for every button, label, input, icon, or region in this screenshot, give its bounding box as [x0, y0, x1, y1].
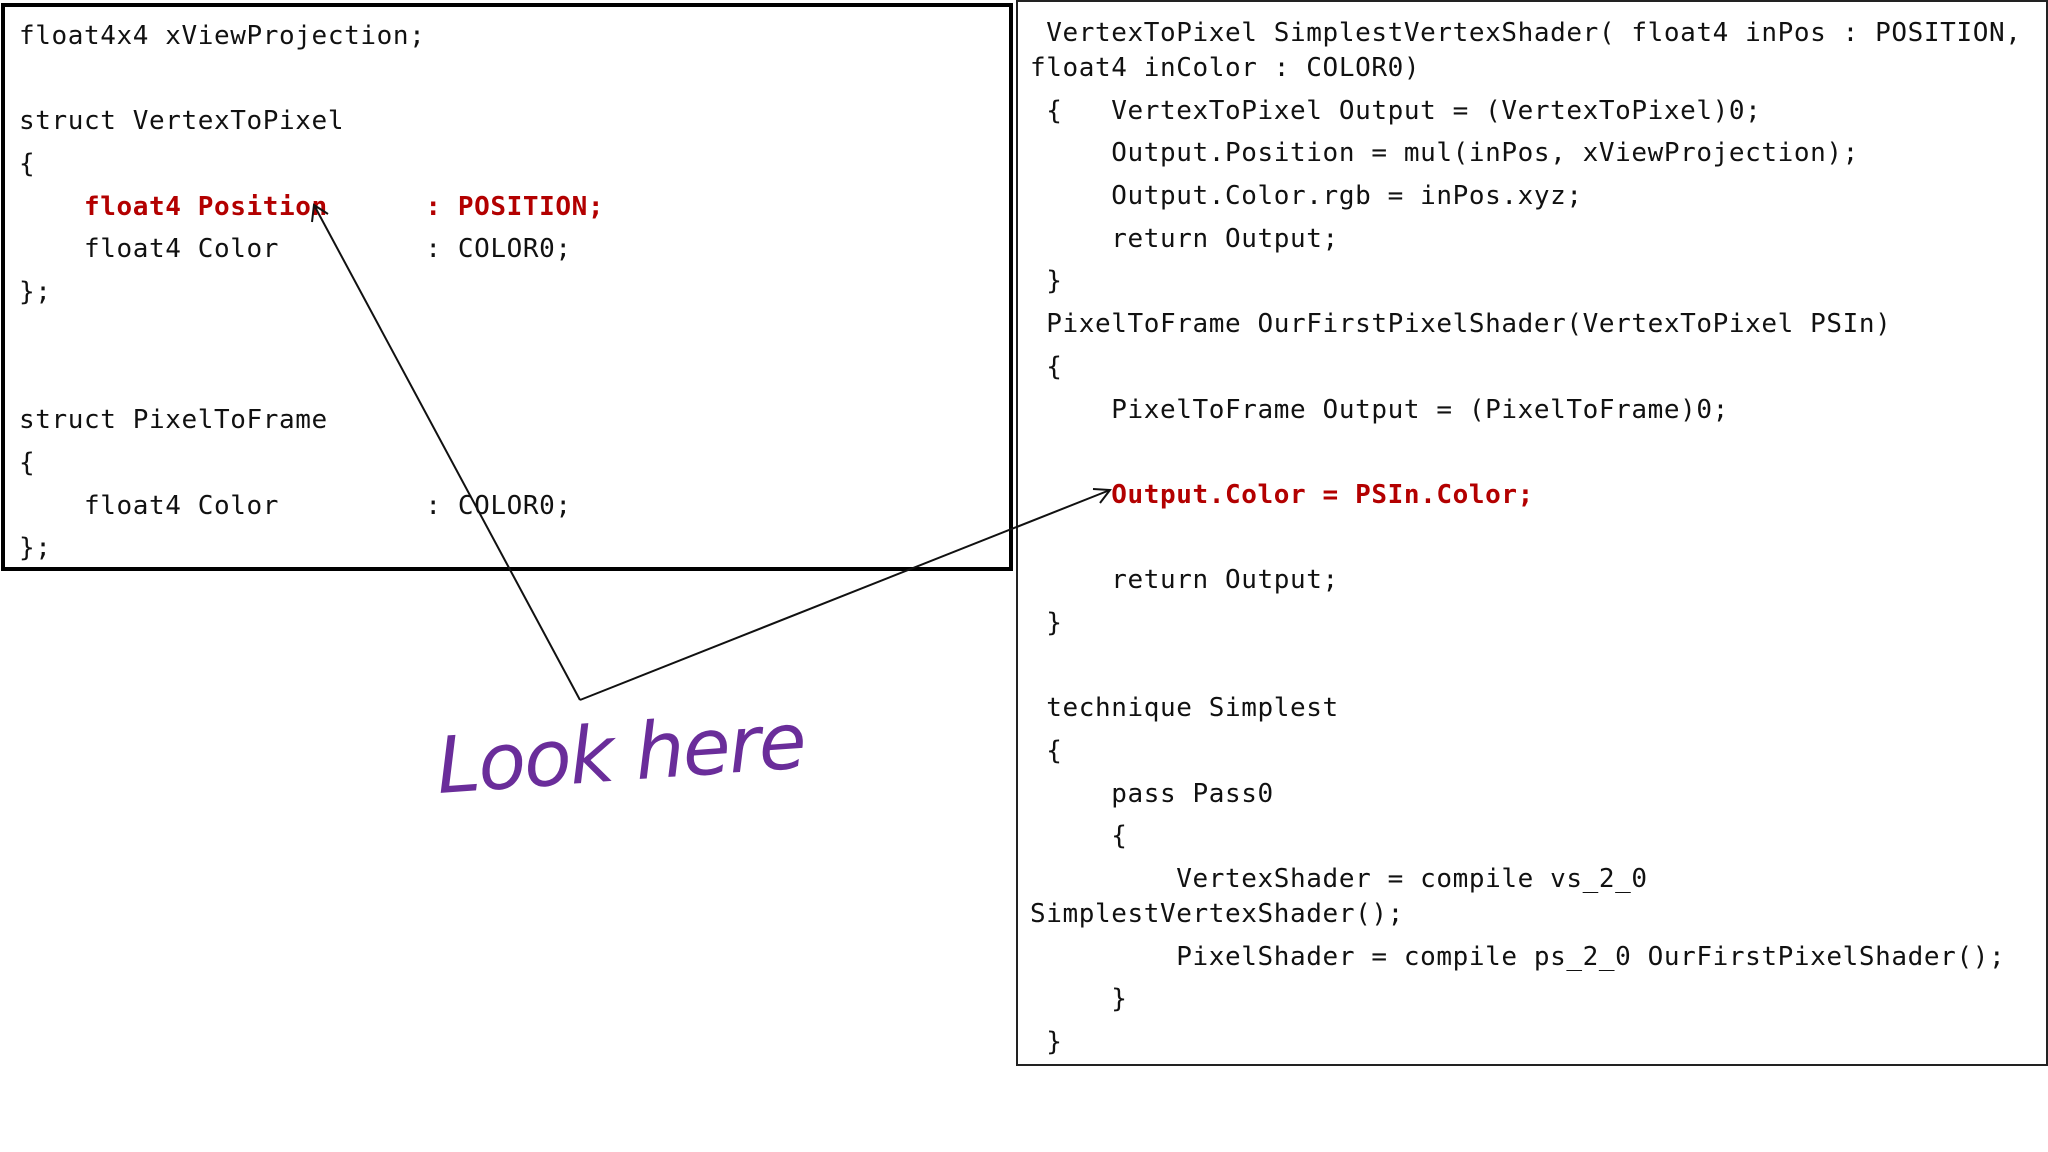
right-code-line: VertexToPixel SimplestVertexShader( floa…: [1030, 18, 2022, 48]
left-code-panel: float4x4 xViewProjection; struct VertexTo…: [1, 3, 1013, 571]
right-code-line: Output.Color.rgb = inPos.xyz;: [1030, 181, 1583, 212]
right-code-line: pass Pass0: [1030, 778, 1274, 809]
left-code-line: {: [19, 447, 36, 478]
right-code-line: PixelShader = compile ps_2_0 OurFirstPix…: [1030, 941, 2006, 972]
right-code-line: VertexShader = compile vs_2_0: [1030, 864, 1648, 895]
right-code-line: return Output;: [1030, 565, 1339, 596]
right-code-line: [1030, 645, 2021, 688]
look-here-annotation: Look here: [433, 696, 808, 812]
right-code-line: PixelToFrame OurFirstPixelShader(VertexT…: [1030, 309, 1892, 340]
right-code-line: }: [1030, 266, 1063, 297]
right-code-line: }: [1030, 607, 1063, 638]
right-code-line: [1030, 517, 2021, 560]
left-code-line: float4 Position : POSITION;: [19, 191, 605, 222]
left-code-line: float4 Color : COLOR0;: [19, 234, 572, 265]
right-code-line: Output.Color = PSIn.Color;: [1030, 479, 1534, 510]
left-code-line: [19, 314, 604, 357]
left-code-line: };: [19, 533, 52, 564]
right-code-line: float4 inColor : COLOR0): [1030, 53, 1421, 83]
right-code-line: SimplestVertexShader();: [1030, 899, 1404, 930]
right-code-line: }: [1030, 984, 1128, 1015]
right-code-line: [1030, 431, 2021, 474]
left-code-line: [19, 357, 604, 400]
left-code-line: struct VertexToPixel: [19, 106, 345, 137]
right-code-panel: VertexToPixel SimplestVertexShader( floa…: [1016, 0, 2048, 1066]
right-code-line: return Output;: [1030, 223, 1339, 254]
right-code-line: Output.Position = mul(inPos, xViewProjec…: [1030, 138, 1859, 169]
right-code-block: VertexToPixel SimplestVertexShader( floa…: [1030, 12, 2021, 1064]
right-code-line: {: [1030, 821, 1128, 852]
left-code-line: struct PixelToFrame: [19, 405, 328, 436]
right-code-line: {: [1030, 351, 1063, 382]
left-code-line: float4 Color : COLOR0;: [19, 490, 572, 521]
left-code-line: {: [19, 149, 36, 180]
right-code-line: PixelToFrame Output = (PixelToFrame)0;: [1030, 394, 1729, 425]
right-code-line: technique Simplest: [1030, 693, 1339, 724]
right-code-line: }: [1030, 1027, 1063, 1058]
left-code-line: };: [19, 277, 52, 308]
left-code-line: [19, 58, 604, 101]
right-code-line: {: [1030, 736, 1063, 766]
left-code-block: float4x4 xViewProjection; struct VertexTo…: [19, 15, 604, 570]
right-code-line: { VertexToPixel Output = (VertexToPixel)…: [1030, 95, 1762, 126]
left-code-line: float4x4 xViewProjection;: [19, 21, 426, 51]
